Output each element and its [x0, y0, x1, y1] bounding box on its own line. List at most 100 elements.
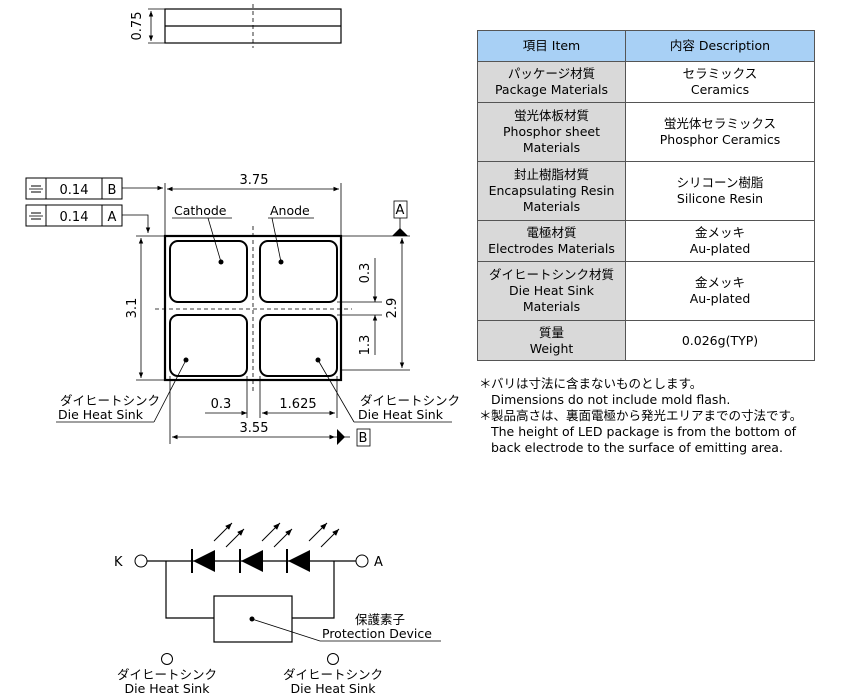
- table-header-row: 項目 Item 内容 Description: [477, 30, 815, 62]
- heat-sink-pad-right: [259, 314, 338, 377]
- anode-label: Anode: [270, 203, 310, 218]
- notes: ＊バリは寸法に含まないものとします。 Dimensions do not inc…: [479, 376, 802, 456]
- item-jp: 封止樹脂材質: [513, 167, 589, 182]
- desc-jp: シリコーン樹脂: [676, 175, 764, 190]
- tolerance-datum: A: [108, 210, 117, 225]
- protection-device-label-en: Protection Device: [322, 626, 432, 641]
- note-en: back electrode to the surface of emittin…: [491, 440, 783, 455]
- item-jp: 電極材質: [526, 225, 577, 240]
- table-row: ダイヒートシンク材質 Die Heat Sink Materials 金メッキ …: [477, 261, 815, 321]
- description-cell: 金メッキ Au-plated: [625, 261, 815, 321]
- note-mark: ＊: [479, 376, 492, 391]
- cathode-pad: [169, 240, 248, 303]
- led-diode-3: [286, 522, 340, 573]
- note-mark: ＊: [479, 408, 492, 423]
- item-en-line2: Materials: [522, 140, 581, 155]
- item-en: Electrodes Materials: [488, 241, 615, 256]
- cathode-label: Cathode: [174, 203, 227, 218]
- tolerance-frame-a: 0.14 A: [25, 204, 151, 233]
- item-en: Weight: [529, 340, 574, 356]
- desc-jp: 蛍光体セラミックス: [663, 116, 777, 131]
- table-row: パッケージ材質 Package Materials セラミックス Ceramic…: [477, 61, 815, 103]
- protection-device-label-jp: 保護素子: [355, 612, 405, 627]
- item-jp: 蛍光体板材質: [513, 108, 589, 123]
- desc-jp: 金メッキ: [694, 275, 745, 290]
- thickness-dimension: 0.75: [130, 12, 145, 41]
- heat-sink-terminal-2: [327, 653, 339, 665]
- desc-jp: 金メッキ: [694, 225, 745, 240]
- heat-sink-left-label-jp: ダイヒートシンク: [60, 393, 160, 408]
- heat-sink-1-label-jp: ダイヒートシンク: [117, 667, 217, 682]
- item-en: Encapsulating Resin: [488, 183, 615, 198]
- anode-pad: [259, 240, 338, 303]
- led-diode-1: [191, 522, 245, 573]
- item-cell: ダイヒートシンク材質 Die Heat Sink Materials: [477, 261, 626, 321]
- heat-sink-right-label-en: Die Heat Sink: [358, 407, 444, 422]
- header-item: 項目 Item: [477, 30, 626, 62]
- heat-sink-terminal-1: [161, 653, 173, 665]
- item-en: Phosphor sheet: [503, 124, 600, 139]
- pad-height-dimension: 1.3: [358, 335, 373, 356]
- header-description: 内容 Description: [625, 30, 815, 62]
- item-cell: 蛍光体板材質 Phosphor sheet Materials: [477, 102, 626, 162]
- table-row: 封止樹脂材質 Encapsulating Resin Materials シリコ…: [477, 161, 815, 221]
- note-en: The height of LED package is from the bo…: [491, 424, 797, 439]
- tolerance-frame-b: 0.14 B: [25, 177, 163, 200]
- desc-en: Au-plated: [689, 291, 751, 306]
- desc-value: 0.026g(TYP): [681, 332, 759, 348]
- pad-width-dimension: 1.625: [279, 397, 316, 412]
- desc-jp: セラミックス: [682, 66, 758, 81]
- terminal-a: [355, 554, 369, 568]
- item-jp: パッケージ材質: [507, 66, 596, 81]
- note-jp: 製品高さは、裏面電極から発光エリアまでの寸法です。: [491, 408, 803, 423]
- width-top-dimension: 3.75: [240, 173, 269, 188]
- item-cell: パッケージ材質 Package Materials: [477, 61, 626, 103]
- item-en: Package Materials: [494, 82, 609, 97]
- circuit-diagram: K A 保護素子 Protect: [114, 522, 441, 696]
- led-diode-2: [239, 522, 293, 573]
- heat-sink-2-label-jp: ダイヒートシンク: [283, 667, 383, 682]
- gap-bottom-dimension: 0.3: [211, 397, 232, 412]
- description-cell: シリコーン樹脂 Silicone Resin: [625, 161, 815, 221]
- table-row: 蛍光体板材質 Phosphor sheet Materials 蛍光体セラミック…: [477, 102, 815, 162]
- item-cell: 封止樹脂材質 Encapsulating Resin Materials: [477, 161, 626, 221]
- item-en-line2: Materials: [522, 199, 581, 214]
- note-2: ＊製品高さは、裏面電極から発光エリアまでの寸法です。 The height of…: [479, 408, 802, 456]
- width-bottom-dimension: 3.55: [240, 421, 269, 436]
- description-cell: 蛍光体セラミックス Phosphor Ceramics: [625, 102, 815, 162]
- note-jp: バリは寸法に含まないものとします。: [491, 376, 703, 391]
- bottom-view: 0.14 B 0.14 A Cathode: [25, 173, 460, 447]
- heat-sink-1-label-en: Die Heat Sink: [125, 681, 211, 696]
- datum-b-label: B: [359, 431, 368, 446]
- heat-sink-right-label-jp: ダイヒートシンク: [360, 393, 460, 408]
- item-jp: ダイヒートシンク材質: [488, 267, 614, 282]
- height-right-dimension: 2.9: [385, 298, 400, 319]
- height-left-dimension: 3.1: [125, 298, 140, 319]
- tolerance-value: 0.14: [60, 183, 89, 198]
- description-cell: 0.026g(TYP): [625, 320, 815, 361]
- heat-sink-2-label-en: Die Heat Sink: [291, 681, 377, 696]
- terminal-a-label: A: [374, 555, 383, 570]
- materials-table: 項目 Item 内容 Description パッケージ材質 Package M…: [477, 30, 815, 361]
- table-row: 電極材質 Electrodes Materials 金メッキ Au-plated: [477, 220, 815, 262]
- desc-en: Au-plated: [689, 241, 751, 256]
- terminal-k: [134, 554, 148, 568]
- item-cell: 電極材質 Electrodes Materials: [477, 220, 626, 262]
- heat-sink-pad-left: [169, 314, 248, 377]
- tolerance-datum: B: [108, 183, 117, 198]
- gap-right-dimension: 0.3: [358, 263, 373, 284]
- side-view: 0.75: [130, 4, 342, 48]
- desc-en: Ceramics: [690, 82, 750, 97]
- heat-sink-left-label-en: Die Heat Sink: [58, 407, 144, 422]
- datum-a-label: A: [396, 203, 405, 218]
- table-row: 質量 Weight 0.026g(TYP): [477, 320, 815, 361]
- description-cell: 金メッキ Au-plated: [625, 220, 815, 262]
- note-1: ＊バリは寸法に含まないものとします。 Dimensions do not inc…: [479, 376, 802, 408]
- note-en: Dimensions do not include mold flash.: [491, 392, 731, 407]
- item-cell: 質量 Weight: [477, 320, 626, 361]
- tolerance-value: 0.14: [60, 210, 89, 225]
- item-jp: 質量: [538, 324, 564, 340]
- terminal-k-label: K: [114, 555, 123, 570]
- desc-en: Silicone Resin: [676, 191, 764, 206]
